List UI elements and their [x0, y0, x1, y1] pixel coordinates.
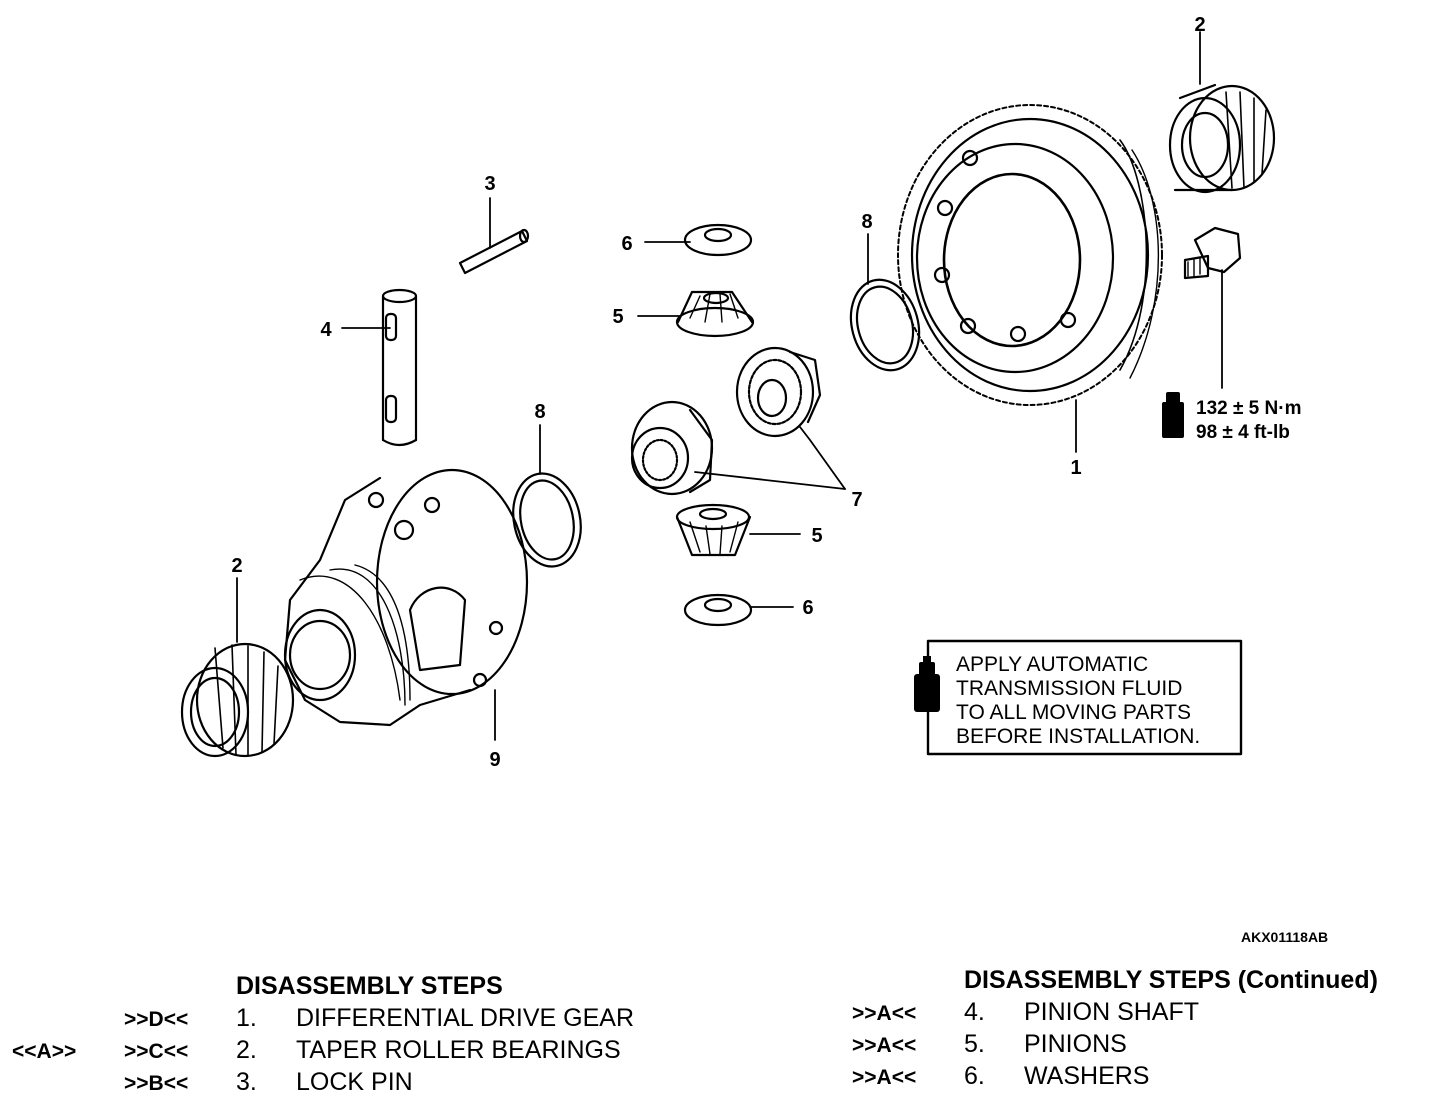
step-ref: >>D<<: [124, 1008, 189, 1031]
step-number: 6.: [964, 1062, 985, 1090]
step-name: PINION SHAFT: [1024, 998, 1200, 1026]
steps-right-title: DISASSEMBLY STEPS (Continued): [964, 966, 1378, 994]
drive-gear-bolt: [1183, 226, 1242, 280]
step-name: LOCK PIN: [296, 1068, 413, 1096]
differential-case: [283, 468, 529, 727]
steps-left-title: DISASSEMBLY STEPS: [236, 972, 503, 1000]
bearing-top: [1168, 83, 1276, 194]
callout-8-left: 8: [534, 401, 545, 423]
callout-2-bottom: 2: [231, 555, 242, 577]
step-number: 1.: [236, 1004, 257, 1032]
callout-8-right: 8: [861, 211, 872, 233]
note-line-3: TO ALL MOVING PARTS: [956, 701, 1191, 724]
step-row: <<A>> >>C<< 2. TAPER ROLLER BEARINGS: [0, 1036, 720, 1068]
step-ref: >>A<<: [852, 1034, 917, 1057]
step-ref: >>A<<: [852, 1002, 917, 1025]
note-line-2: TRANSMISSION FLUID: [956, 677, 1182, 700]
pinion-bottom: [675, 503, 752, 557]
thrust-washer-right: [849, 278, 921, 372]
step-number: 5.: [964, 1030, 985, 1058]
callout-2-top: 2: [1194, 14, 1205, 36]
side-gear-upper: [735, 346, 822, 438]
torque-spec-metric: 132 ± 5 N·m: [1196, 398, 1301, 419]
step-row: >>B<< 3. LOCK PIN: [0, 1068, 720, 1100]
callout-9: 9: [489, 749, 500, 771]
callout-5-top: 5: [612, 306, 623, 328]
atf-bottle-icon: [914, 656, 940, 712]
callout-7: 7: [851, 489, 862, 511]
callout-1: 1: [1070, 457, 1081, 479]
thrust-washer-left: [512, 472, 582, 568]
disassembly-steps-right: DISASSEMBLY STEPS (Continued) >>A<< 4. P…: [840, 964, 1440, 1104]
step-name: WASHERS: [1024, 1062, 1150, 1090]
torque-wrench-icon: [1162, 392, 1184, 438]
note-line-1: APPLY AUTOMATIC: [956, 653, 1148, 676]
step-number: 2.: [236, 1036, 257, 1064]
pinion-shaft: [381, 288, 418, 447]
torque-spec-imperial: 98 ± 4 ft-lb: [1196, 422, 1290, 443]
step-row: >>D<< 1. DIFFERENTIAL DRIVE GEAR: [0, 1004, 720, 1036]
step-name: DIFFERENTIAL DRIVE GEAR: [296, 1004, 635, 1032]
figure-code: AKX01118AB: [1241, 929, 1329, 945]
pinion-washer-bottom: [683, 593, 753, 627]
step-row: >>A<< 4. PINION SHAFT: [840, 998, 1440, 1030]
step-ref: >>A<<: [852, 1066, 917, 1089]
note-line-4: BEFORE INSTALLATION.: [956, 725, 1200, 748]
step-ref: >>C<<: [124, 1040, 189, 1063]
callout-6-bottom: 6: [802, 597, 813, 619]
step-pre-ref: <<A>>: [12, 1040, 77, 1063]
callout-3: 3: [484, 173, 495, 195]
step-row: >>A<< 5. PINIONS: [840, 1030, 1440, 1062]
callout-6-top: 6: [621, 233, 632, 255]
pinion-washer-top: [683, 223, 753, 257]
leader-lines: [236, 31, 1223, 741]
side-gear-lower: [630, 400, 714, 496]
step-name: TAPER ROLLER BEARINGS: [296, 1036, 621, 1064]
drive-gear: [897, 104, 1163, 406]
step-ref: >>B<<: [124, 1072, 189, 1095]
step-row: >>A<< 6. WASHERS: [840, 1062, 1440, 1094]
step-number: 4.: [964, 998, 985, 1026]
callout-5-bottom: 5: [811, 525, 822, 547]
step-number: 3.: [236, 1068, 257, 1096]
step-name: PINIONS: [1024, 1030, 1127, 1058]
pinion-top: [675, 290, 755, 338]
callout-labels: 1 2 2 3 4 5 5 6 6 7 8 8 9: [231, 14, 1205, 771]
lock-pin: [458, 228, 530, 275]
callout-4: 4: [320, 319, 332, 341]
disassembly-steps-left: DISASSEMBLY STEPS >>D<< 1. DIFFERENTIAL …: [0, 970, 720, 1104]
bearing-bottom: [180, 642, 295, 758]
